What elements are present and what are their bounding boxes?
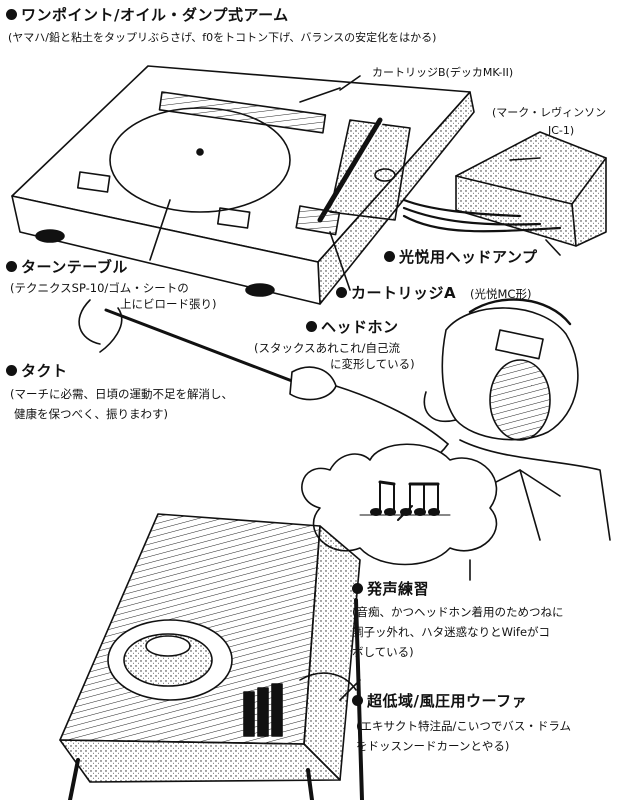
headphone-heading: ヘッドホン — [321, 318, 399, 336]
cartridge-a-heading: カートリッジA — [351, 284, 457, 302]
section-head-amp-title: 光悦用ヘッドアンプ — [384, 246, 537, 267]
head-amp-heading: 光悦用ヘッドアンプ — [399, 248, 538, 266]
cartridge-a-description: (光悦MC形) — [470, 287, 532, 301]
section-subwoofer-title: 超低域/風圧用ウーファ — [352, 690, 527, 711]
section-cartridge-a-title: カートリッジA — [336, 282, 456, 303]
mark-levinson-label-line1: (マーク・レヴィンソン — [492, 106, 607, 119]
turntable-desc-line1: (テクニクスSP-10/ゴム・シートの — [10, 281, 189, 295]
bullet-icon — [6, 365, 17, 376]
thought-cloud — [301, 443, 498, 566]
turntable-drawing — [11, 65, 475, 305]
bullet-icon — [336, 287, 347, 298]
bullet-icon — [6, 9, 17, 20]
cartridge-b-label: カートリッジB(デッカMK-II) — [372, 66, 514, 79]
takt-desc-line2: 健康を保つべく、振りまわす) — [14, 407, 168, 421]
vocal-practice-desc-line3: ボしている) — [352, 645, 414, 659]
vocal-practice-heading: 発声練習 — [367, 580, 430, 598]
headphone-desc-line2: に変形している) — [330, 357, 415, 371]
turntable-heading: ターンテーブル — [21, 258, 128, 276]
takt-heading: タクト — [21, 362, 68, 380]
mark-levinson-label-line2: JC-1) — [548, 124, 575, 137]
vocal-practice-desc-line1: (音痴、かつヘッドホン着用のためつねに — [352, 605, 564, 619]
bullet-icon — [352, 583, 363, 594]
section-one-point-arm-title: ワンポイント/オイル・ダンプ式アーム — [6, 4, 289, 25]
bullet-icon — [384, 251, 395, 262]
section-takt-title: タクト — [6, 360, 68, 381]
woofer-drawing — [59, 513, 364, 800]
section-headphone-title: ヘッドホン — [306, 316, 399, 337]
bullet-icon — [6, 261, 17, 272]
bullet-icon — [352, 695, 363, 706]
section-vocal-practice-title: 発声練習 — [352, 578, 429, 599]
vocal-practice-desc-line2: 調子ッ外れ、ハタ迷惑なりとWifeがコ — [352, 625, 551, 639]
music-notes-icon — [359, 480, 451, 521]
subwoofer-desc-line1: (エキサクト特注品/こいつでバス・ドラム — [356, 719, 572, 733]
bullet-icon — [306, 321, 317, 332]
subwoofer-heading: 超低域/風圧用ウーファ — [367, 692, 528, 710]
takt-desc-line1: (マーチに必需、日頃の運動不足を解消し、 — [10, 387, 233, 401]
one-point-arm-description: (ヤマハ/鉛と粘土をタップリぶらさげ、f0をトコトン下げ、バランスの安定化をはか… — [8, 31, 437, 44]
headphone-desc-line1: (スタックスあれこれ/自己流 — [254, 341, 401, 355]
subwoofer-desc-line2: をドッスンードカーンとやる) — [356, 739, 510, 753]
turntable-desc-line2: 上にビロード張り) — [120, 297, 217, 311]
head-amp-drawing — [402, 131, 607, 247]
one-point-arm-heading: ワンポイント/オイル・ダンプ式アーム — [21, 6, 289, 24]
section-turntable-title: ターンテーブル — [6, 256, 128, 277]
